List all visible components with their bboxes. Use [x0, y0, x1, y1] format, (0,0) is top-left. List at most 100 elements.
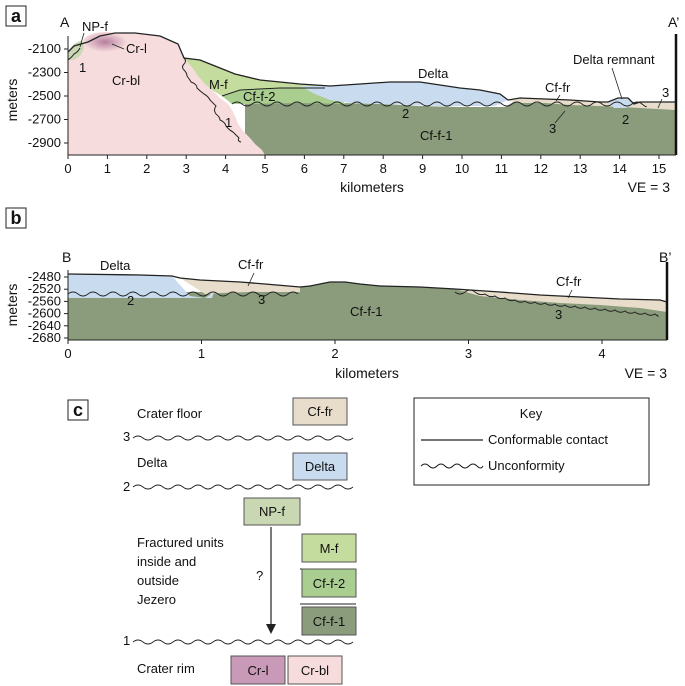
a-x-tick-label-1: 1 [104, 161, 111, 176]
box-crl [230, 655, 286, 685]
key-box [413, 397, 650, 486]
time-arrow-head [266, 624, 276, 634]
box-cff1-label: Cf-f-1 [313, 614, 346, 629]
unconformity-1-a [182, 57, 242, 143]
panel-c-label-box [67, 399, 89, 421]
b-x-tick-label-2: 2 [331, 346, 338, 361]
a-x-tick-label-5: 5 [261, 161, 268, 176]
key-title: Key [520, 406, 543, 421]
fractured-line-3: outside [137, 573, 179, 588]
leader-crl [111, 43, 125, 50]
a-x-tick-label-4: 4 [222, 161, 229, 176]
label-crbl: Cr-bl [112, 73, 140, 88]
label-cffr-b2: Cf-fr [556, 274, 582, 289]
y-ticks-b: -2480-2520-2560-2600-2640-2680 [28, 269, 68, 345]
unit-crbl [68, 33, 265, 155]
unit-mf [184, 58, 325, 96]
y-axis-title-a: meters [4, 79, 20, 122]
a-x-tick-label-3: 3 [183, 161, 190, 176]
unit-cffr-a [505, 98, 676, 110]
x-axis-title-b: kilometers [335, 365, 399, 381]
question-mark: ? [256, 568, 263, 583]
unit-cff1-a [245, 101, 676, 155]
panel-a: a A A’ -2100-2300-2500-2 [4, 5, 679, 195]
crater-rim-label: Crater rim [137, 661, 195, 676]
box-crbl-label: Cr-bl [301, 663, 329, 678]
label-cff2: Cf-f-2 [243, 89, 276, 104]
label-delta-remnant: Delta remnant [573, 52, 655, 67]
a-x-tick-label-7: 7 [340, 161, 347, 176]
label-cff1-b: Cf-f-1 [350, 304, 383, 319]
panel-a-label-box [5, 5, 27, 27]
a-x-tick-label-8: 8 [380, 161, 387, 176]
unconf-num-c-3: 3 [123, 429, 130, 444]
a-y-tick-label-3: -2700 [28, 112, 61, 127]
ve-label-b: VE = 3 [625, 365, 668, 381]
leader-unconf-a-6 [657, 98, 663, 109]
a-x-tick-label-9: 9 [419, 161, 426, 176]
label-npf: NP-f [82, 19, 108, 34]
label-delta-a: Delta [418, 66, 449, 81]
unconf-num-a-6: 3 [662, 85, 669, 100]
delta-label-c: Delta [137, 455, 168, 470]
box-cffr-label: Cf-fr [307, 404, 333, 419]
crater-floor-label: Crater floor [137, 406, 203, 421]
y-ticks-a: -2100-2300-2500-2700-2900 [28, 41, 68, 150]
a-x-tick-label-11: 11 [495, 161, 509, 176]
leader-delta-remnant [611, 67, 623, 100]
surface-profile-b [67, 273, 668, 303]
a-x-tick-label-10: 10 [455, 161, 469, 176]
box-cffr [292, 397, 348, 426]
box-crbl [287, 655, 343, 685]
label-cffr-b1: Cf-fr [238, 257, 264, 272]
label-cff1-a: Cf-f-1 [420, 128, 453, 143]
panel-b-label-box [5, 207, 27, 229]
unit-cffr-b1 [180, 278, 300, 294]
unconformity-2-3-a [231, 101, 647, 108]
a-x-tick-label-2: 2 [143, 161, 150, 176]
fractured-line-4: Jezero [137, 592, 176, 607]
ve-label-a: VE = 3 [628, 179, 671, 195]
a-y-tick-label-2: -2500 [28, 88, 61, 103]
leader-cffr-a [555, 94, 561, 102]
leader-npf [79, 32, 85, 48]
fractured-line-1: Fractured units [137, 535, 224, 550]
key-unconformity-label: Unconformity [488, 458, 565, 473]
unconf-num-a-1: 1 [79, 60, 86, 75]
box-delta [292, 452, 348, 481]
contact-mf-cff2 [221, 87, 325, 97]
panel-a-label: a [11, 6, 22, 26]
leader-cffr-b1 [247, 272, 255, 287]
b-x-tick-label-1: 1 [198, 346, 205, 361]
leader-unconf-a-4 [554, 110, 566, 124]
key-conformable-label: Conformable contact [488, 432, 608, 447]
label-cffr-a: Cf-fr [545, 80, 571, 95]
a-x-tick-label-13: 13 [573, 161, 587, 176]
section-a-end: A’ [668, 14, 679, 30]
b-y-tick-label-1: -2520 [28, 281, 61, 296]
panel-c: c Crater floor 3 Delta 2 Fractured units… [67, 397, 650, 685]
unconf-num-b-3: 3 [555, 307, 562, 322]
unconformity-b-right [454, 289, 659, 317]
a-x-tick-label-6: 6 [301, 161, 308, 176]
unit-cff1-b [68, 282, 667, 340]
unconf-num-a-5: 2 [622, 112, 629, 127]
unconf-num-a-2: 1 [225, 115, 232, 130]
box-npf-label: NP-f [259, 504, 285, 519]
unconformity-c-3 [132, 435, 354, 441]
b-x-tick-label-3: 3 [465, 346, 472, 361]
a-y-tick-label-4: -2900 [28, 135, 61, 150]
label-crl: Cr-l [126, 41, 147, 56]
b-y-tick-label-4: -2640 [28, 318, 61, 333]
unit-delta-b [68, 274, 214, 298]
leader-cffr-b2 [567, 289, 573, 299]
unconf-num-c-1: 1 [123, 633, 130, 648]
a-y-tick-label-1: -2300 [28, 65, 61, 80]
box-delta-label: Delta [305, 459, 336, 474]
box-crl-label: Cr-l [248, 663, 269, 678]
fractured-line-2: inside and [137, 554, 196, 569]
unit-npf [68, 40, 84, 60]
b-x-tick-label-4: 4 [598, 346, 605, 361]
